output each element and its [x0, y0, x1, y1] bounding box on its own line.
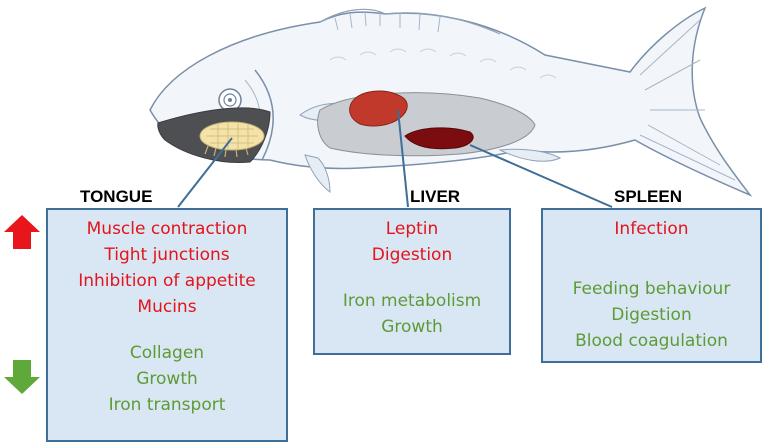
tongue-up-item: Mucins: [137, 297, 197, 317]
spleen-down-item: Feeding behaviour: [572, 279, 731, 299]
liver-panel: Leptin Digestion Iron metabolism Growth: [313, 208, 511, 355]
spleen-title: SPLEEN: [614, 187, 683, 206]
liver-up-item: Leptin: [385, 219, 439, 239]
liver-title: LIVER: [410, 187, 461, 206]
tongue-down-item: Collagen: [129, 343, 205, 363]
liver-organ: [349, 90, 408, 127]
spleen-organ: [404, 127, 474, 150]
connector-spleen: [469, 144, 613, 208]
pelvic-fin: [304, 154, 331, 193]
tongue-down-item: Growth: [136, 369, 198, 389]
spleen-panel: Infection Feeding behaviour Digestion Bl…: [541, 208, 762, 363]
gill-cover: [254, 69, 274, 161]
red-up-arrow-icon: [4, 215, 40, 249]
tongue-parasite: [199, 121, 265, 158]
spleen-down-item: Digestion: [611, 305, 692, 325]
dorsal-fin: [319, 8, 501, 35]
tongue-up-item: Tight junctions: [104, 245, 230, 265]
connector-liver: [397, 109, 409, 208]
connector-tongue: [177, 137, 233, 208]
tongue-panel: Muscle contraction Tight junctions Inhib…: [46, 208, 288, 442]
tongue-title: TONGUE: [80, 187, 153, 206]
tongue-down-item: Iron transport: [108, 395, 226, 415]
tongue-up-item: Inhibition of appetite: [78, 271, 256, 291]
liver-down-item: Growth: [381, 317, 443, 337]
tongue-up-item: Muscle contraction: [86, 219, 248, 239]
green-down-arrow-icon: [4, 360, 40, 394]
anal-fin: [498, 148, 562, 162]
liver-down-item: Iron metabolism: [342, 291, 482, 311]
spleen-up-item: Infection: [614, 219, 689, 239]
liver-up-item: Digestion: [371, 245, 453, 265]
spleen-down-item: Blood coagulation: [575, 331, 728, 351]
